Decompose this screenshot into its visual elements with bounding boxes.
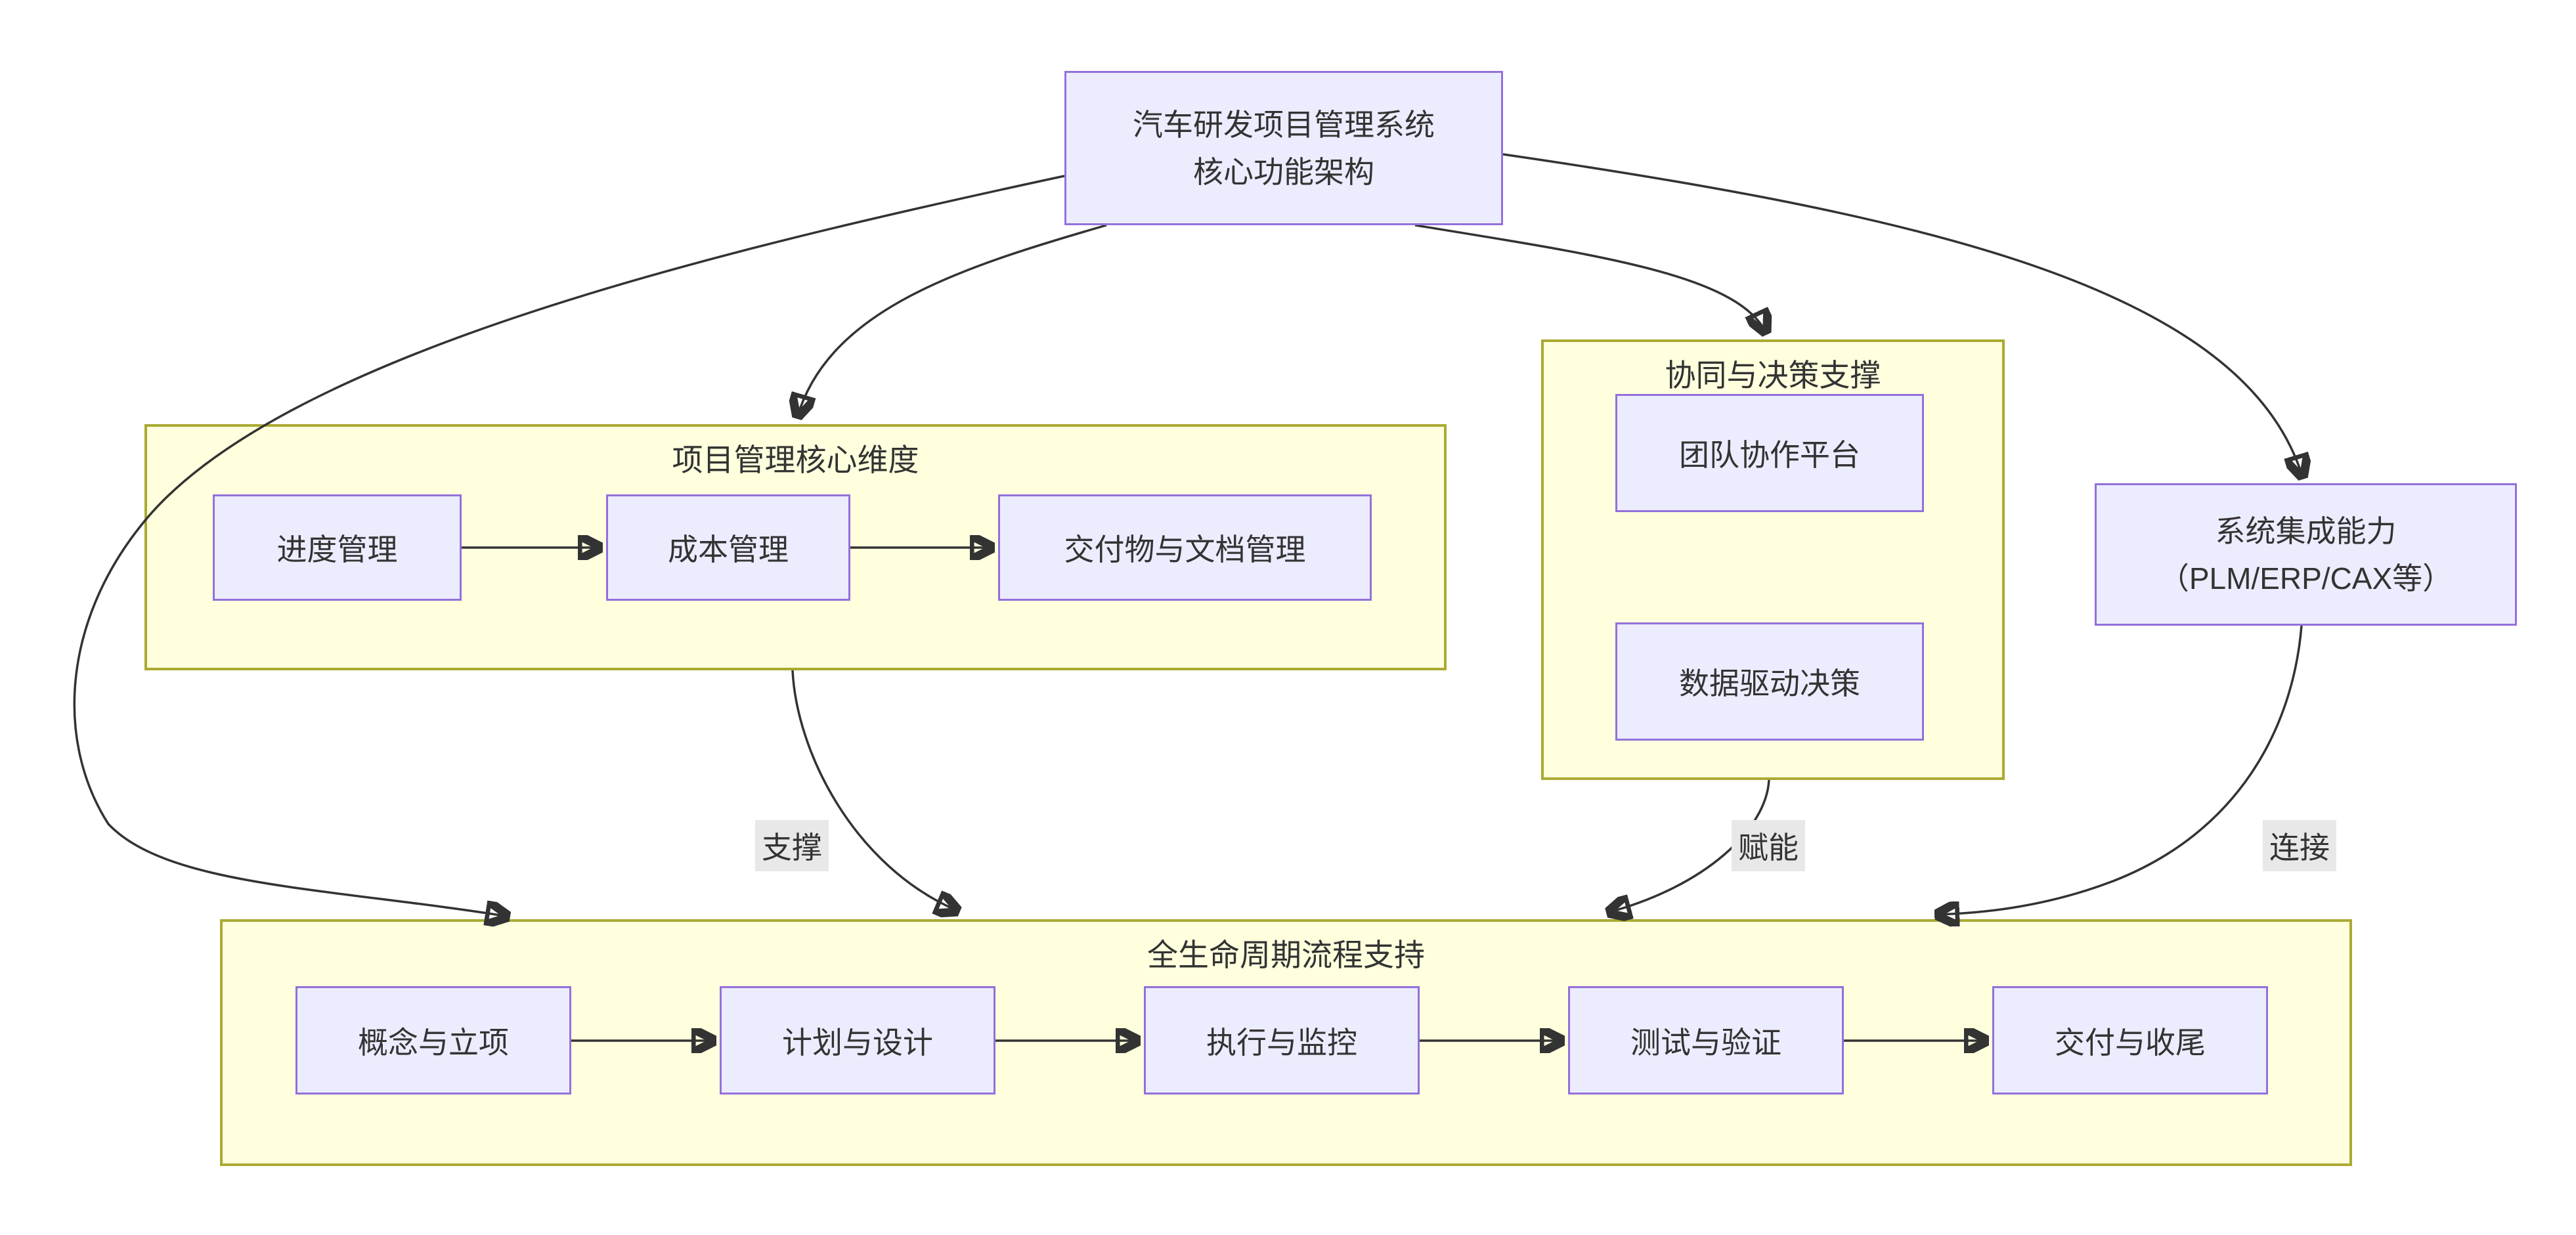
node-root: 汽车研发项目管理系统 核心功能架构 [1064, 71, 1503, 225]
node-system-integration: 系统集成能力 （PLM/ERP/CAX等） [2095, 483, 2517, 626]
container-lifecycle-support-title: 全生命周期流程支持 [1147, 938, 1425, 972]
edge-label-support: 支撑 [755, 820, 829, 871]
node-delivery-closure: 交付与收尾 [1992, 986, 2268, 1094]
edge-root-to-integration [1502, 153, 2303, 478]
edge-root-to-lifecycle [73, 175, 1065, 917]
edge-collab-to-lifecycle-enable [1607, 779, 1770, 913]
edge-integration-to-lifecycle-connect [1936, 625, 2303, 915]
node-root-line1: 汽车研发项目管理系统 [1133, 107, 1435, 142]
edge-core-to-lifecycle-support [791, 670, 959, 911]
node-team-collaboration-platform: 团队协作平台 [1615, 394, 1924, 512]
container-core-dimensions-title: 项目管理核心维度 [672, 443, 919, 477]
node-system-integration-line2: （PLM/ERP/CAX等） [2158, 561, 2453, 596]
node-concept-initiation: 概念与立项 [295, 986, 571, 1094]
edge-label-connect: 连接 [2263, 820, 2336, 871]
node-testing-validation: 测试与验证 [1568, 986, 1844, 1094]
node-data-driven-decision: 数据驱动决策 [1615, 622, 1924, 741]
node-deliverables-document-management: 交付物与文档管理 [998, 494, 1372, 601]
edge-root-to-core-dimensions [797, 224, 1107, 418]
edge-root-to-collab [1414, 224, 1766, 334]
edge-label-enable: 赋能 [1732, 820, 1805, 871]
container-collab-decision-title: 协同与决策支撑 [1665, 358, 1881, 393]
node-system-integration-line1: 系统集成能力 [2215, 513, 2397, 548]
node-planning-design: 计划与设计 [720, 986, 995, 1094]
node-cost-management: 成本管理 [606, 494, 850, 601]
node-schedule-management: 进度管理 [213, 494, 462, 601]
node-execution-monitoring: 执行与监控 [1144, 986, 1420, 1094]
node-root-line2: 核心功能架构 [1193, 154, 1374, 189]
